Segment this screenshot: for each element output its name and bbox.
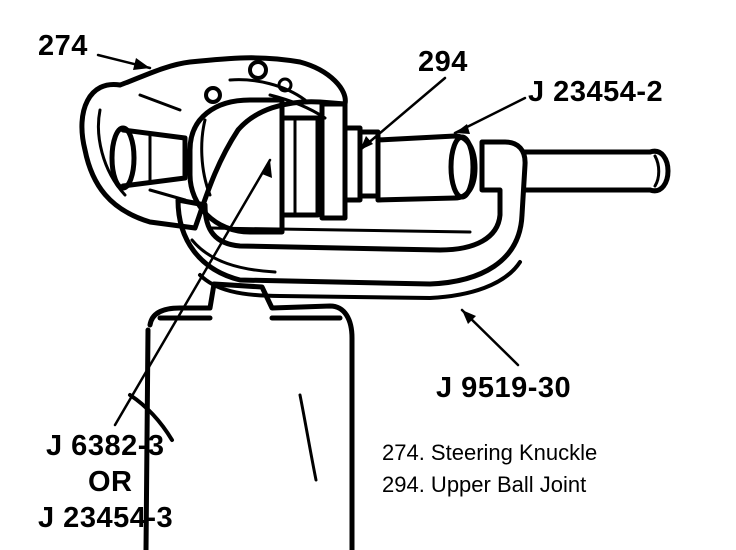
upper-ball-joint [319,101,381,221]
receiver-cup [187,97,321,235]
leader-arrowheads [133,58,476,324]
legend-item-upper-ball-joint: 294. Upper Ball Joint [382,472,587,497]
forcing-screw [522,148,671,194]
c-clamp-frame [175,139,528,300]
callout-294: 294 [418,46,468,78]
callout-274: 274 [38,30,88,62]
steering-knuckle [79,55,348,231]
callout-j9519-30: J 9519-30 [436,372,572,404]
callout-or: OR [88,466,133,498]
callout-j23454-3: J 23454-3 [38,502,174,534]
vise-block [128,281,355,550]
ball-stud [109,125,188,191]
callout-j6382-3: J 6382-3 [46,430,165,462]
callout-j23454-2: J 23454-2 [528,76,664,108]
legend-item-steering-knuckle: 274. Steering Knuckle [382,440,598,465]
press-screw-adapter [375,133,478,203]
